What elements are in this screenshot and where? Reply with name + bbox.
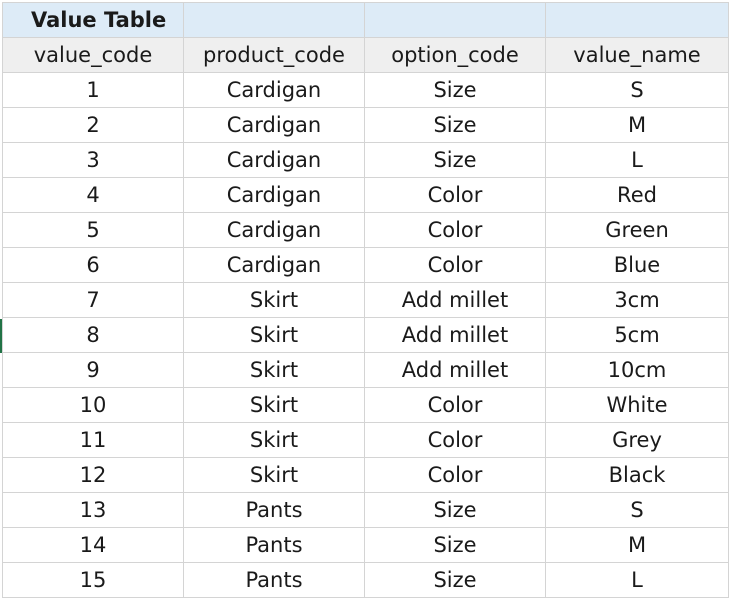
option-code-cell[interactable]: Size: [364, 527, 546, 563]
value-name-cell[interactable]: L: [545, 562, 729, 598]
value-code-cell[interactable]: 2: [2, 107, 184, 143]
value-code-cell[interactable]: 13: [2, 492, 184, 528]
product-code-cell[interactable]: Cardigan: [183, 212, 365, 248]
value-name-cell[interactable]: 10cm: [545, 352, 729, 388]
product-code-cell[interactable]: Pants: [183, 562, 365, 598]
option-code-cell[interactable]: Size: [364, 142, 546, 178]
value-name-cell[interactable]: S: [545, 72, 729, 108]
option-code-cell[interactable]: Size: [364, 72, 546, 108]
product-code-cell[interactable]: Cardigan: [183, 72, 365, 108]
value-name-cell[interactable]: 3cm: [545, 282, 729, 318]
value-code-cell[interactable]: 6: [2, 247, 184, 283]
product-code-cell[interactable]: Cardigan: [183, 177, 365, 213]
value-code-cell[interactable]: 4: [2, 177, 184, 213]
value-name-cell[interactable]: M: [545, 527, 729, 563]
option-code-cell[interactable]: Color: [364, 247, 546, 283]
option-code-cell[interactable]: Add millet: [364, 352, 546, 388]
option-code-cell[interactable]: Size: [364, 562, 546, 598]
title-row: Value Table: [2, 2, 729, 38]
value-name-cell[interactable]: White: [545, 387, 729, 423]
product-code-cell[interactable]: Skirt: [183, 352, 365, 388]
value-code-cell[interactable]: 12: [2, 457, 184, 493]
value-name-cell[interactable]: L: [545, 142, 729, 178]
product-code-cell[interactable]: Pants: [183, 492, 365, 528]
column-header-value-code[interactable]: value_code: [2, 37, 184, 73]
table-title-cell[interactable]: Value Table: [2, 2, 184, 38]
column-header-product-code[interactable]: product_code: [183, 37, 365, 73]
product-code-cell[interactable]: Pants: [183, 527, 365, 563]
option-code-cell[interactable]: Color: [364, 212, 546, 248]
value-code-cell[interactable]: 9: [2, 352, 184, 388]
value-code-cell[interactable]: 15: [2, 562, 184, 598]
value-code-cell[interactable]: 1: [2, 72, 184, 108]
option-code-cell[interactable]: Color: [364, 387, 546, 423]
empty-title-cell[interactable]: [364, 2, 546, 38]
product-code-cell[interactable]: Cardigan: [183, 142, 365, 178]
option-code-cell[interactable]: Color: [364, 457, 546, 493]
value-code-cell[interactable]: 5: [2, 212, 184, 248]
option-code-cell[interactable]: Add millet: [364, 282, 546, 318]
product-code-cell[interactable]: Cardigan: [183, 247, 365, 283]
product-code-cell[interactable]: Skirt: [183, 457, 365, 493]
option-code-cell[interactable]: Add millet: [364, 317, 546, 353]
value-name-cell[interactable]: Red: [545, 177, 729, 213]
value-code-cell[interactable]: 3: [2, 142, 184, 178]
option-code-cell[interactable]: Size: [364, 107, 546, 143]
empty-title-cell[interactable]: [545, 2, 729, 38]
value-name-cell[interactable]: S: [545, 492, 729, 528]
column-header-option-code[interactable]: option_code: [364, 37, 546, 73]
product-code-cell[interactable]: Skirt: [183, 422, 365, 458]
product-code-cell[interactable]: Skirt: [183, 387, 365, 423]
value-code-cell[interactable]: 7: [2, 282, 184, 318]
value-code-cell[interactable]: 11: [2, 422, 184, 458]
empty-title-cell[interactable]: [183, 2, 365, 38]
product-code-cell[interactable]: Skirt: [183, 282, 365, 318]
value-name-cell[interactable]: Grey: [545, 422, 729, 458]
value-code-cell[interactable]: 14: [2, 527, 184, 563]
active-row-indicator: [0, 319, 2, 353]
option-code-cell[interactable]: Color: [364, 422, 546, 458]
column-header-value-name[interactable]: value_name: [545, 37, 729, 73]
value-name-cell[interactable]: M: [545, 107, 729, 143]
value-name-cell[interactable]: Blue: [545, 247, 729, 283]
value-name-cell[interactable]: 5cm: [545, 317, 729, 353]
product-code-cell[interactable]: Cardigan: [183, 107, 365, 143]
value-name-cell[interactable]: Green: [545, 212, 729, 248]
value-name-cell[interactable]: Black: [545, 457, 729, 493]
value-code-cell[interactable]: 8: [2, 317, 184, 353]
product-code-cell[interactable]: Skirt: [183, 317, 365, 353]
option-code-cell[interactable]: Size: [364, 492, 546, 528]
header-row: value_code product_code option_code valu…: [2, 37, 729, 73]
option-code-cell[interactable]: Color: [364, 177, 546, 213]
value-code-cell[interactable]: 10: [2, 387, 184, 423]
